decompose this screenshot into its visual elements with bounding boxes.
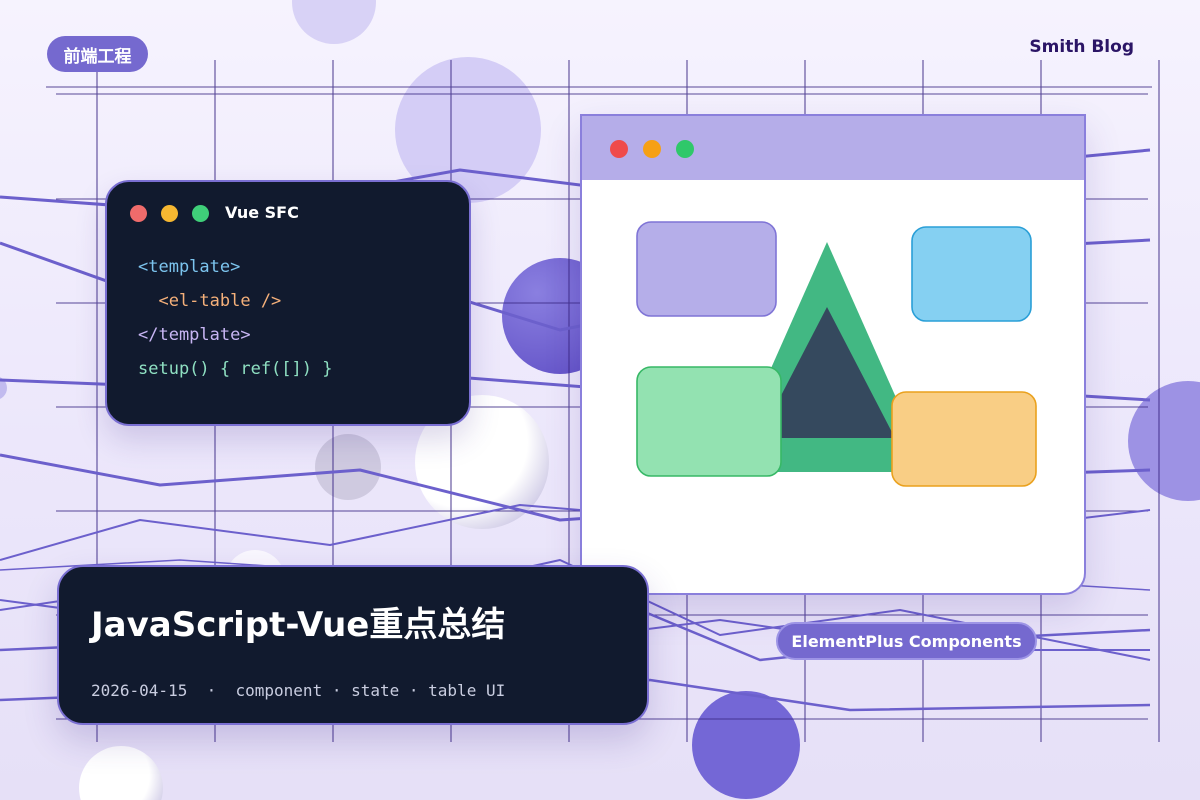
category-tag[interactable]: 前端工程 xyxy=(47,36,148,72)
close-dot-icon xyxy=(610,140,628,158)
decor-circle xyxy=(0,377,7,399)
minimize-dot-icon xyxy=(161,205,178,222)
ui-block-blue xyxy=(911,226,1032,322)
window-content xyxy=(636,221,1037,487)
post-meta: 2026-04-15 · component · state · table U… xyxy=(91,681,505,700)
post-date: 2026-04-15 xyxy=(91,681,188,700)
maximize-dot-icon xyxy=(192,205,209,222)
code-line: <el-table /> xyxy=(138,291,282,311)
component-badge[interactable]: ElementPlus Components xyxy=(776,622,1037,660)
decor-circle xyxy=(315,434,381,500)
ui-block-orange xyxy=(891,391,1037,487)
decor-circle xyxy=(79,746,163,800)
code-card: Vue SFC <template> <el-table /> </templa… xyxy=(105,180,471,426)
vue-logo-inner-icon xyxy=(759,307,895,438)
decor-circle xyxy=(692,691,800,799)
ui-block-green xyxy=(636,366,782,477)
code-line: <template> xyxy=(138,257,241,277)
code-line: setup() { ref([]) } xyxy=(138,359,333,379)
post-title[interactable]: JavaScript-Vue重点总结 xyxy=(91,605,506,645)
window-title-bar xyxy=(582,116,1084,180)
close-dot-icon xyxy=(130,205,147,222)
decor-circle xyxy=(415,395,549,529)
meta-separator: · xyxy=(187,681,236,700)
maximize-dot-icon xyxy=(676,140,694,158)
browser-window-illustration xyxy=(580,114,1086,595)
code-block: <template> <el-table /> </template> setu… xyxy=(138,250,332,386)
blog-brand[interactable]: Smith Blog xyxy=(1029,37,1134,57)
window-controls xyxy=(130,205,209,222)
post-topics: component · state · table UI xyxy=(235,681,506,700)
ui-block-purple xyxy=(636,221,777,317)
code-card-title: Vue SFC xyxy=(225,203,299,222)
minimize-dot-icon xyxy=(643,140,661,158)
window-controls xyxy=(610,140,694,158)
code-line: </template> xyxy=(138,325,251,345)
title-card: JavaScript-Vue重点总结 2026-04-15 · componen… xyxy=(57,565,649,725)
decor-circle xyxy=(292,0,376,44)
